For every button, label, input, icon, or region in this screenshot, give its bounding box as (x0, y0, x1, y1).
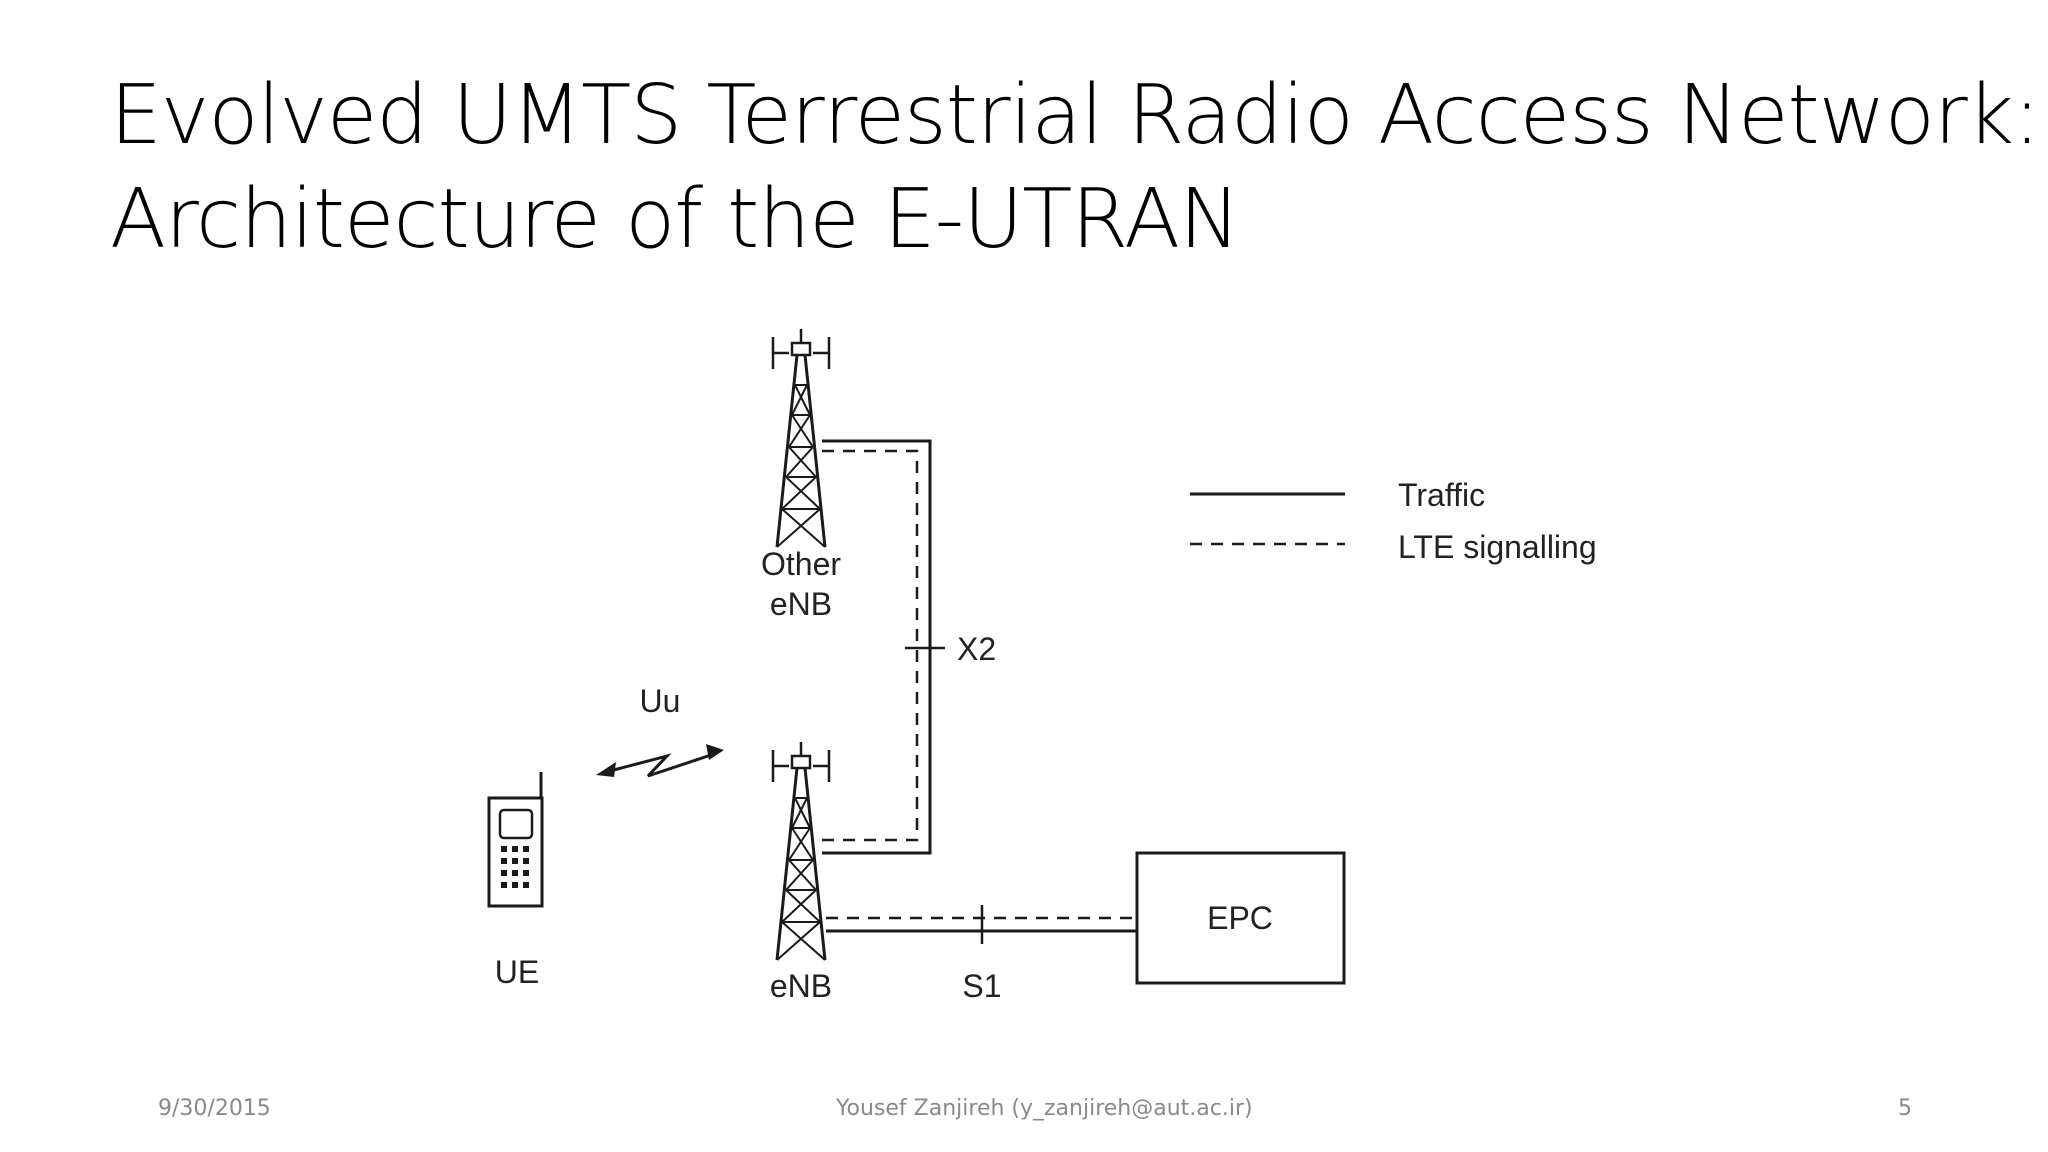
uu-radio-link-icon (596, 744, 724, 778)
enb-label: eNB (770, 968, 832, 1004)
ue-label: UE (495, 954, 539, 990)
epc-label: EPC (1207, 900, 1273, 936)
footer-author: Yousef Zanjireh (y_zanjireh@aut.ac.ir) (836, 1096, 1253, 1121)
other-enb-label-line-1: Other (761, 546, 841, 582)
other-enb-label-line-2: eNB (770, 586, 832, 622)
slide-title: Evolved UMTS Terrestrial Radio Access Ne… (110, 64, 2041, 272)
enb-tower-icon (771, 740, 831, 962)
uu-label: Uu (640, 683, 681, 719)
legend-traffic-label: Traffic (1398, 477, 1485, 513)
other-enb-tower-icon (771, 327, 831, 549)
epc-box (1135, 851, 1346, 985)
slide-title-line-2: Architecture of the E-UTRAN (110, 172, 1240, 267)
x2-label: X2 (957, 631, 996, 667)
x2-signalling-line (822, 449, 919, 842)
footer-date: 9/30/2015 (158, 1096, 271, 1121)
legend: Traffic LTE signalling (1190, 477, 1597, 565)
slide-title-line-1: Evolved UMTS Terrestrial Radio Access Ne… (110, 68, 2041, 163)
footer-page-number: 5 (1898, 1096, 1912, 1121)
s1-label: S1 (962, 968, 1001, 1004)
legend-signalling-label: LTE signalling (1398, 529, 1597, 565)
ue-handset-icon (487, 772, 544, 908)
